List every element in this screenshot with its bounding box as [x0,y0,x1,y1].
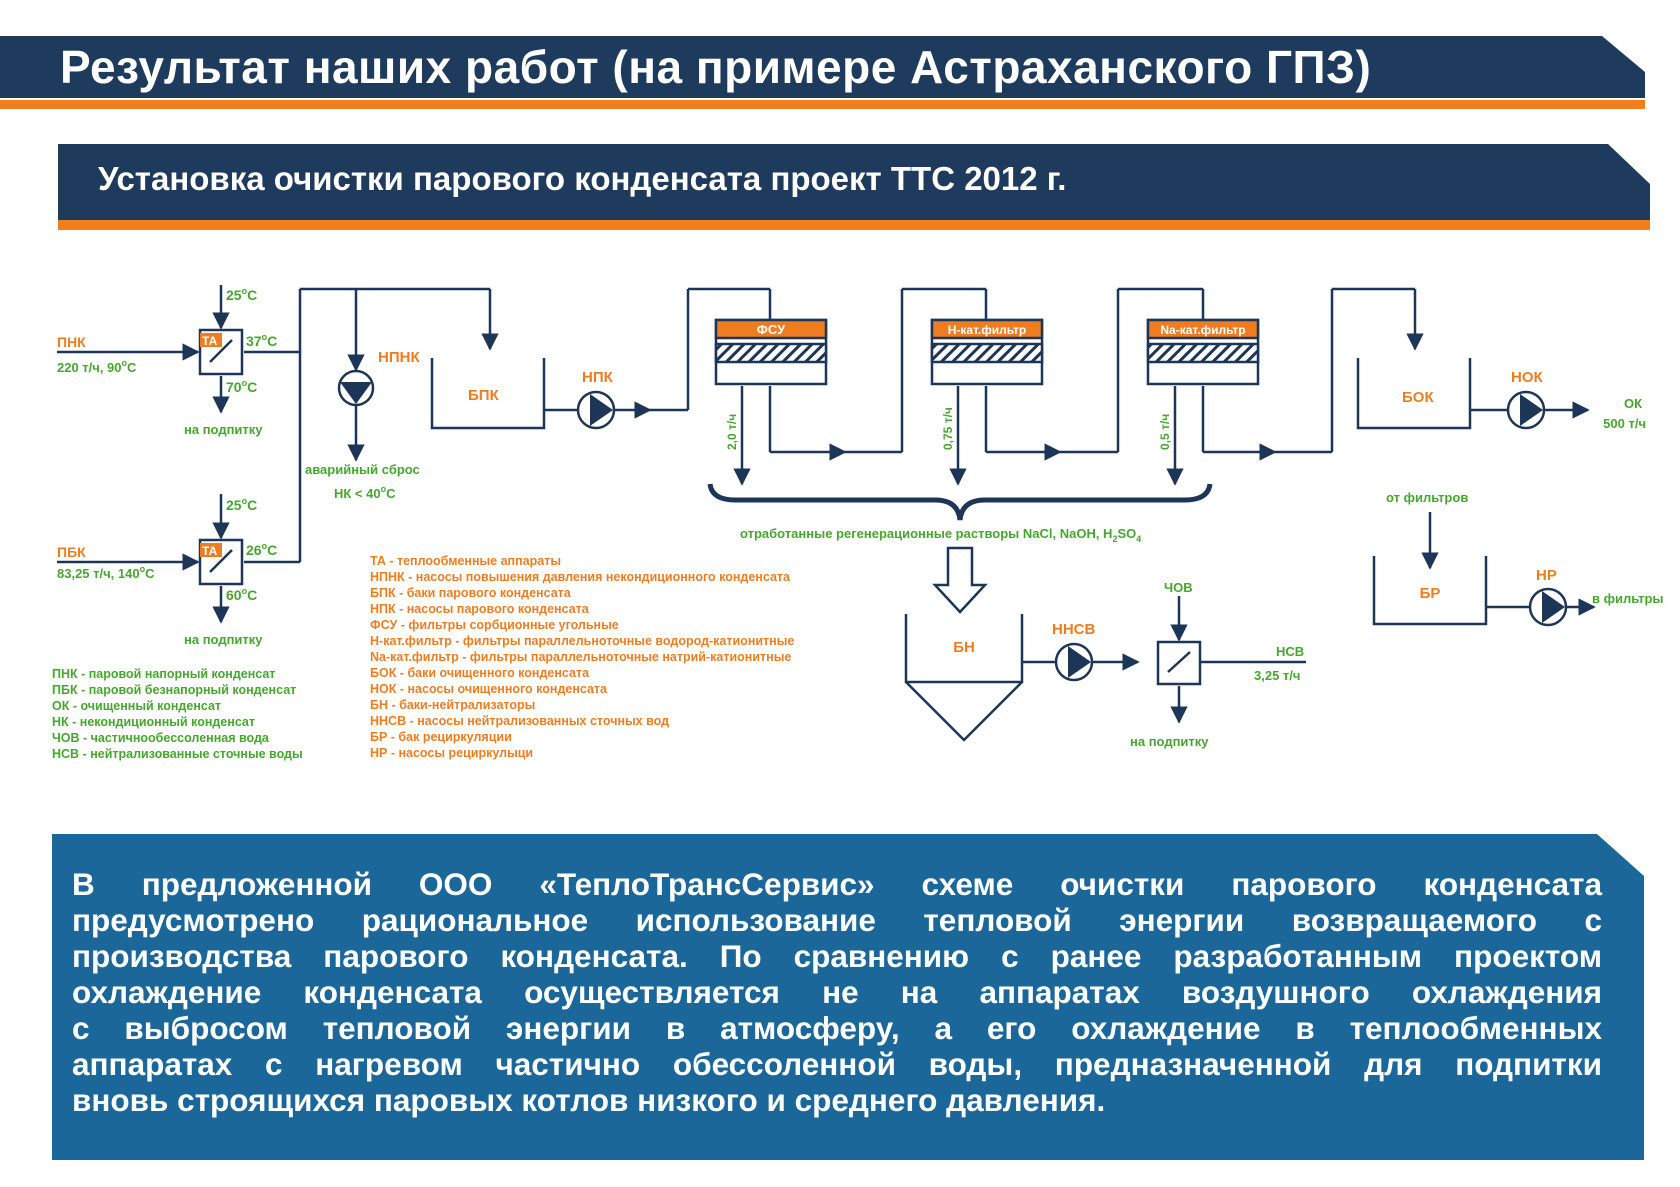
nsv-flow: 3,25 т/ч [1254,668,1300,683]
na-filter-label: Na-кат.фильтр [1160,323,1245,337]
description-box [52,834,1644,1160]
to-filters-label: в фильтры [1592,591,1664,606]
svg-text:Н-кат.фильтр - фильтры паралле: Н-кат.фильтр - фильтры параллельноточные… [370,634,794,648]
to-feed-top: на подпитку [184,422,263,437]
svg-text:НР - насосы рециркулыци: НР - насосы рециркулыци [370,746,533,760]
from-filters-label: от фильтров [1386,490,1468,505]
npk-label: НПК [582,369,614,386]
to-feed-bottom: на подпитку [184,632,263,647]
description-line: аппаратах с нагревом частично обессоленн… [72,1046,1602,1082]
title-banner [0,36,1645,109]
pnk-label: ПНК [57,334,86,350]
svg-text:БПК - баки парового конденсата: БПК - баки парового конденсата [370,586,572,600]
bpk-label: БПК [468,387,500,404]
description-text: В предложенной ООО «ТеплоТрансСервис» сх… [72,866,1602,1118]
section-subtitle: Установка очистки парового конденсата пр… [98,160,1067,197]
ta-top-label: ТА [202,334,218,348]
bpk-tank [430,358,546,430]
legend-orange: ТА - теплообменные аппараты НПНК - насос… [370,554,794,760]
flow-na: 0,5 т/ч [1158,414,1172,450]
svg-text:БН - баки-нейтрализаторы: БН - баки-нейтрализаторы [370,698,535,712]
subtitle-banner [58,144,1650,230]
fsu-label: ФСУ [757,322,786,337]
chov-label: ЧОВ [1164,580,1193,595]
nok-label: НОК [1511,369,1544,386]
svg-text:ЧОВ - частичнообессоленная вод: ЧОВ - частичнообессоленная вода [52,731,270,745]
pbk-flow: 83,25 т/ч, 140 [57,566,140,581]
heat-exchanger-bottom [198,538,244,586]
br-label: БР [1420,585,1441,602]
ta-bottom-label: ТА [202,544,218,558]
description-line: производства парового конденсата. По сра… [72,938,1602,974]
svg-text:ТА - теплообменные аппараты: ТА - теплообменные аппараты [370,554,561,568]
ok-label: ОК [1624,396,1642,411]
bn-tank [904,614,1024,684]
svg-text:ФСУ - фильтры сорбционные угол: ФСУ - фильтры сорбционные угольные [370,618,619,632]
spent-solutions-label: отработанные регенерационные растворы Na… [740,526,1112,541]
svg-text:220 т/ч, 90oС: 220 т/ч, 90oС [57,358,137,375]
legend-green: ПНК - паровой напорный конденсат ПБК - п… [52,667,303,761]
process-scheme: ПНК 220 т/ч, 90oС ТА 25oС 37oС 70oС на п… [52,285,1664,761]
svg-text:БР - бак рециркуляции: БР - бак рециркуляции [370,730,512,744]
h-filter-label: Н-кат.фильтр [948,323,1027,337]
svg-text:Na-кат.фильтр - фильтры паралл: Na-кат.фильтр - фильтры параллельноточны… [370,650,791,664]
svg-text:отработанные регенерационные р: отработанные регенерационные растворы Na… [740,526,1141,544]
description-line: охлаждение конденсата осуществляется не … [72,974,1602,1010]
svg-text:НПК - насосы парового конденса: НПК - насосы парового конденсата [370,602,590,616]
bok-tank [1356,358,1472,430]
collection-brace [707,483,1213,521]
svg-text:37oС: 37oС [246,332,277,349]
nk-limit: НК < 40 [334,486,381,501]
bok-label: БОК [1402,389,1434,406]
nr-label: НР [1536,567,1557,584]
svg-text:25oС: 25oС [226,286,257,303]
svg-text:25oС: 25oС [226,496,257,513]
br-tank [1372,556,1488,626]
description-line: предусмотрено рациональное использование… [72,902,1602,938]
svg-text:ПНК - паровой напорный конденс: ПНК - паровой напорный конденсат [52,667,275,681]
description-line: с выбросом тепловой энергии в атмосферу,… [72,1010,1602,1046]
bn-label: БН [953,639,975,656]
svg-text:НПНК - насосы повышения давлен: НПНК - насосы повышения давления неконди… [370,570,791,584]
npnk-label: НПНК [378,349,420,366]
description-line: вновь строящихся паровых котлов низкого … [72,1082,1106,1118]
pnk-flow: 220 т/ч, 90 [57,360,122,375]
svg-text:ПБК - паровой безнапорный конд: ПБК - паровой безнапорный конденсат [52,683,296,697]
svg-text:БОК - баки очищенного конденса: БОК - баки очищенного конденсата [370,666,590,680]
svg-text:НК < 40oС: НК < 40oС [334,484,396,501]
pbk-label: ПБК [57,544,86,560]
svg-text:83,25 т/ч, 140oС: 83,25 т/ч, 140oС [57,564,155,581]
flow-fsu: 2,0 т/ч [725,414,739,450]
npnk-pump [337,369,375,407]
description-line: В предложенной ООО «ТеплоТрансСервис» сх… [72,866,1602,902]
svg-text:НК - некондиционный конденсат: НК - некондиционный конденсат [52,715,255,729]
svg-text:70oС: 70oС [226,378,257,395]
svg-text:ННСВ - насосы нейтрализованных: ННСВ - насосы нейтрализованных сточных в… [370,714,669,728]
svg-text:НОК - насосы очищенного конден: НОК - насосы очищенного конденсата [370,682,608,696]
flow-h: 0,75 т/ч [941,407,955,450]
svg-text:60oС: 60oС [226,586,257,603]
nnsv-label: ННСВ [1052,621,1095,638]
to-feed-nsv: на подпитку [1130,734,1209,749]
ok-flow: 500 т/ч [1603,416,1646,431]
svg-text:26oС: 26oС [246,541,277,558]
nsv-label: НСВ [1276,644,1304,659]
svg-text:ОК - очищенный конденсат: ОК - очищенный конденсат [52,699,221,713]
heat-exchanger-top [198,328,244,376]
svg-text:НСВ - нейтрализованные сточные: НСВ - нейтрализованные сточные воды [52,747,303,761]
page-title: Результат наших работ (на примере Астрах… [60,41,1372,93]
emergency-label: аварийный сброс [305,462,420,477]
